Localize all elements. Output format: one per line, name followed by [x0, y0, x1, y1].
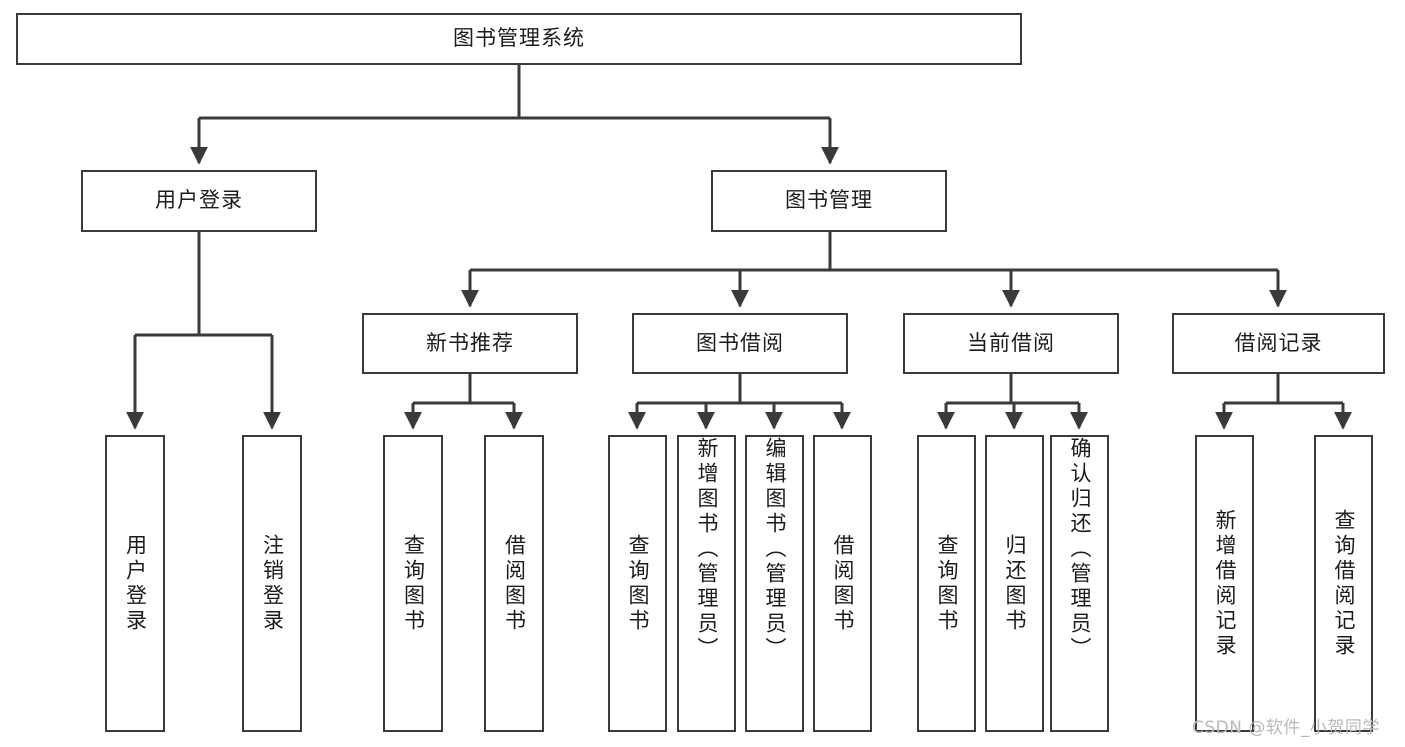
node-label: 编辑图书（管理员） — [763, 437, 787, 662]
node-leaf-confirm-return[interactable]: 确认归还（管理员） — [1050, 435, 1109, 732]
node-label: 借阅记录 — [1234, 330, 1323, 355]
node-leaf-add-book[interactable]: 新增图书（管理员） — [677, 435, 736, 732]
node-label: 用户登录 — [123, 533, 148, 634]
node-label: 图书管理系统 — [453, 26, 585, 51]
node-label: 查询图书 — [935, 533, 959, 634]
node-leaf-edit-book[interactable]: 编辑图书（管理员） — [745, 435, 804, 732]
watermark-text: CSDN @软件_小贺同学 — [1192, 718, 1380, 738]
node-leaf-add-borrow-record[interactable]: 新增借阅记录 — [1195, 435, 1254, 732]
node-book-management[interactable]: 图书管理 — [711, 170, 947, 232]
node-label: 查询图书 — [626, 533, 650, 634]
node-label: 当前借阅 — [967, 330, 1055, 355]
node-label: 查询借阅记录 — [1332, 508, 1356, 659]
node-leaf-query-book-current[interactable]: 查询图书 — [917, 435, 976, 732]
node-new-book-recommend[interactable]: 新书推荐 — [362, 313, 578, 374]
node-leaf-query-book-recommend[interactable]: 查询图书 — [383, 435, 443, 732]
node-borrow-record[interactable]: 借阅记录 — [1172, 313, 1385, 374]
node-label: 用户登录 — [155, 188, 243, 213]
node-leaf-borrow-book-recommend[interactable]: 借阅图书 — [484, 435, 544, 732]
node-leaf-query-book-borrow[interactable]: 查询图书 — [608, 435, 667, 732]
node-leaf-logout[interactable]: 注销登录 — [242, 435, 302, 732]
node-book-management-system[interactable]: 图书管理系统 — [16, 13, 1022, 65]
node-label: 借阅图书 — [831, 533, 855, 634]
node-label: 归还图书 — [1003, 533, 1027, 634]
node-leaf-borrow-book[interactable]: 借阅图书 — [813, 435, 872, 732]
node-leaf-user-login[interactable]: 用户登录 — [105, 435, 165, 732]
node-label: 新书推荐 — [426, 330, 514, 355]
node-label: 图书借阅 — [696, 330, 784, 355]
node-label: 新增借阅记录 — [1213, 508, 1237, 659]
node-leaf-return-book[interactable]: 归还图书 — [985, 435, 1044, 732]
node-label: 新增图书（管理员） — [695, 437, 719, 662]
node-user-login[interactable]: 用户登录 — [81, 170, 317, 232]
node-leaf-query-borrow-record[interactable]: 查询借阅记录 — [1314, 435, 1373, 732]
node-book-borrow[interactable]: 图书借阅 — [632, 313, 848, 374]
node-current-borrow[interactable]: 当前借阅 — [903, 313, 1119, 374]
node-label: 确认归还（管理员） — [1068, 437, 1092, 662]
node-label: 图书管理 — [785, 188, 873, 213]
node-label: 查询图书 — [401, 533, 426, 634]
node-label: 借阅图书 — [502, 533, 527, 634]
node-label: 注销登录 — [260, 533, 285, 634]
